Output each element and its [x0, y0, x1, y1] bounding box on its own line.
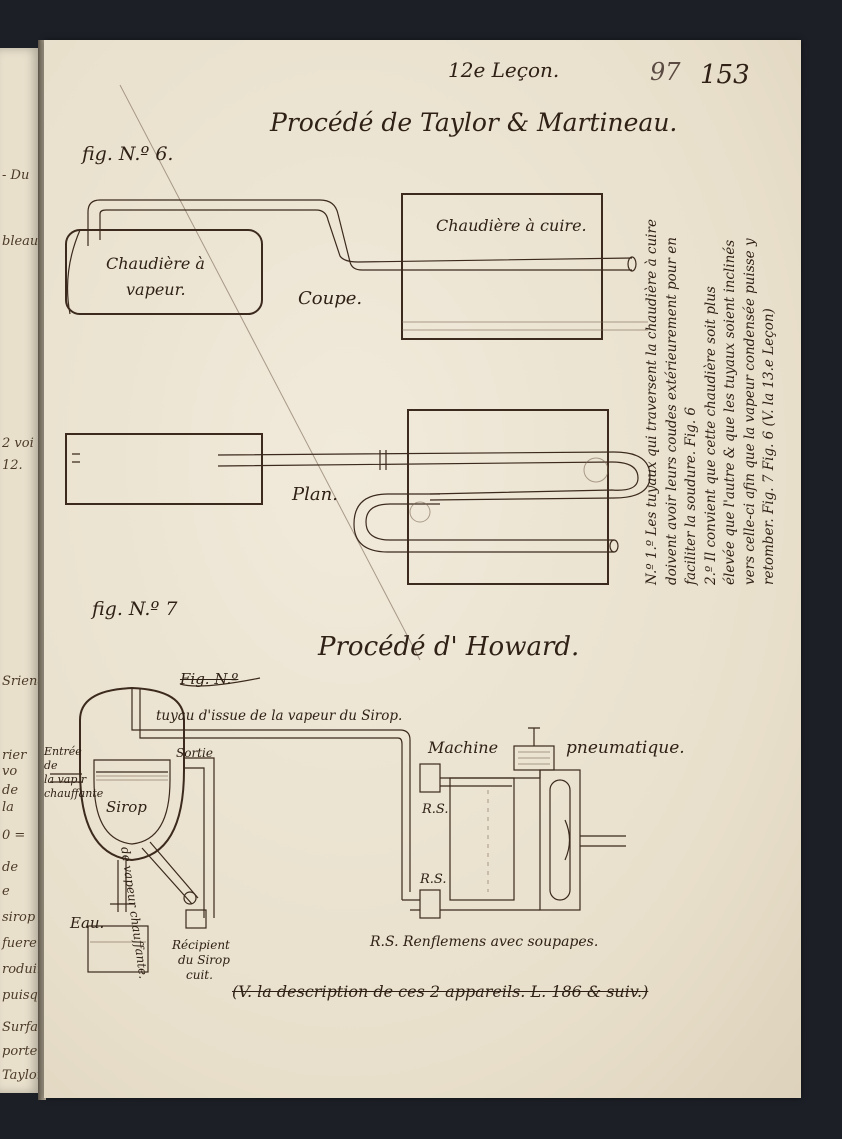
margin-fragment: sirop: [2, 910, 36, 925]
side-note-line: N.º 1.º Les tuyaux qui traversent la cha…: [644, 219, 660, 585]
figure7-label: fig. N.º 7: [92, 598, 178, 620]
margin-fragment: 2 voi: [2, 436, 34, 451]
margin-fragment: vo: [2, 764, 18, 779]
pneumatic-label: pneumatique.: [566, 738, 685, 758]
section-view-label: Coupe.: [298, 288, 363, 309]
valve-legend: R.S. Renflemens avec soupapes.: [370, 934, 599, 950]
margin-fragment: e: [2, 884, 10, 899]
steam-boiler-label-2: vapeur.: [126, 280, 186, 299]
syrup-receiver-label: Récipient du Sirop cuit.: [172, 938, 230, 982]
margin-fragment: 0 =: [2, 828, 26, 843]
section2-title: Procédé d' Howard.: [318, 632, 580, 662]
margin-fragment: bleau: [2, 234, 39, 249]
margin-fragment: puisqu: [2, 988, 40, 1003]
steam-outlet-label-1: Sortie: [176, 746, 213, 760]
fig7-howard-apparatus: [50, 677, 626, 973]
machine-label: Machine: [428, 738, 499, 757]
margin-fragment: de: [2, 860, 19, 875]
valve-label-lower: R.S.: [420, 872, 447, 887]
manuscript-page: [44, 40, 801, 1098]
fig6-section-view: [65, 193, 648, 340]
margin-fragment: de: [2, 783, 19, 798]
steam-inlet-label: Entrée de la vap.r chauffante: [44, 745, 104, 800]
margin-fragment: porter: [2, 1044, 40, 1059]
side-note-line: vers celle-ci afin que la vapeur condens…: [741, 238, 758, 585]
previous-page-edge: - Du bleau 2 voi 12. Sriena rier vo de l…: [0, 48, 40, 1093]
margin-fragment: Taylor: [2, 1068, 40, 1083]
cooking-boiler-label: Chaudière à cuire.: [436, 216, 587, 235]
section1-title: Procédé de Taylor & Martineau.: [270, 108, 678, 137]
book-spine: [38, 40, 46, 1100]
margin-fragment: 12.: [2, 458, 23, 473]
side-note-line: 2.º Il convient que cette chaudière soit…: [702, 286, 719, 585]
steam-boiler-shape: [65, 229, 263, 315]
side-note-line: retomber. Fig. 7 Fig. 6 (V. la 13.e Leço…: [761, 308, 777, 585]
margin-fragment: - Du: [2, 168, 30, 183]
figure6-label: fig. N.º 6.: [82, 143, 174, 165]
margin-fragment: la: [2, 800, 14, 815]
margin-fragment: rier: [2, 748, 27, 763]
syrup-label: Sirop: [106, 798, 147, 816]
pencil-page-number: 97: [650, 58, 681, 86]
ink-page-number: 153: [700, 60, 750, 90]
side-note-line: faciliter la soudure. Fig. 6: [683, 407, 699, 585]
fig6-plan-view: [65, 409, 651, 585]
cooking-boiler-shape: [401, 193, 603, 340]
side-note: N.º 1.º Les tuyaux qui traversent la cha…: [643, 160, 793, 585]
margin-fragment: Sriena: [2, 674, 40, 689]
struck-reference-note: (V. la description de ces 2 appareils. L…: [232, 982, 649, 1001]
margin-fragment: fuere: [2, 936, 37, 951]
margin-fragment: Surfac: [2, 1020, 40, 1035]
lesson-number: 12e Leçon.: [448, 58, 560, 82]
fold-line: [119, 84, 421, 661]
plan-view-label: Plan.: [292, 484, 338, 505]
steam-boiler-label-1: Chaudière à: [106, 254, 205, 273]
side-note-line: élevée que l'autre & que les tuyaux soie…: [722, 239, 738, 585]
water-label: Eau.: [70, 914, 105, 932]
struck-figure-label: Fig. N.º: [180, 670, 239, 688]
margin-fragment: roduir: [2, 962, 40, 977]
side-note-line: doivent avoir leurs coudes extérieuremen…: [663, 237, 680, 585]
valve-label-upper: R.S.: [422, 802, 449, 817]
vapour-outlet-pipe-label: tuyau d'issue de la vapeur du Sirop.: [156, 708, 403, 724]
